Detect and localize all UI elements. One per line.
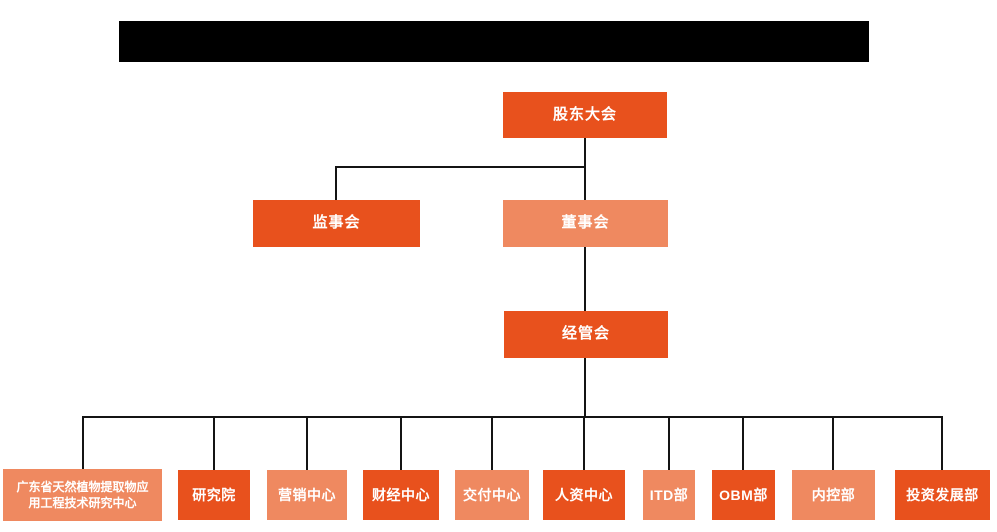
node-dept-investment-development: 投资发展部 [895,470,990,520]
node-label: OBM部 [719,486,768,503]
node-label: 投资发展部 [906,486,979,503]
node-label: ITD部 [649,486,689,503]
node-management-committee: 经管会 [504,311,668,358]
node-supervisory-board: 监事会 [253,200,420,247]
connector-management-to-bus [584,358,586,418]
node-dept-internal-control: 内控部 [792,470,875,520]
node-dept-research-center: 广东省天然植物提取物应 用工程技术研究中心 [3,469,162,521]
connector-department-bus [82,416,943,418]
node-label: 营销中心 [278,486,336,503]
connector-drop-investment [941,416,943,470]
node-label: 监事会 [312,214,361,232]
node-label: 内控部 [811,486,856,503]
connector-drop-finance [400,416,402,470]
node-dept-itd: ITD部 [643,470,695,520]
node-label: 财经中心 [372,486,430,503]
connector-drop-obm [742,416,744,470]
connector-drop-internal-control [832,416,834,470]
connector-branch-horizontal [335,166,585,168]
connector-shareholders-down [584,138,586,200]
node-label: 股东大会 [552,105,617,123]
node-dept-delivery-center: 交付中心 [455,470,529,520]
node-label: 董事会 [561,214,610,232]
node-label: 人资中心 [555,486,613,503]
node-label: 广东省天然植物提取物应 用工程技术研究中心 [16,479,149,510]
node-label: 交付中心 [463,486,521,503]
connector-drop-hr [583,416,585,470]
node-label: 经管会 [561,325,610,343]
connector-drop-research-institute [213,416,215,470]
connector-drop-itd [668,416,670,470]
node-board-of-directors: 董事会 [503,200,668,247]
connector-drop-marketing [306,416,308,470]
node-dept-finance-center: 财经中心 [363,470,439,520]
node-dept-marketing-center: 营销中心 [267,470,347,520]
redacted-title-bar [119,21,869,62]
connector-drop-research-center [82,416,84,470]
node-dept-obm: OBM部 [712,470,775,520]
connector-board-to-management [584,247,586,311]
connector-drop-delivery [491,416,493,470]
node-shareholders-meeting: 股东大会 [503,92,667,138]
node-label: 研究院 [192,486,236,503]
connector-supervisory-drop [335,166,337,200]
node-dept-research-institute: 研究院 [178,470,250,520]
node-dept-hr-center: 人资中心 [543,470,625,520]
